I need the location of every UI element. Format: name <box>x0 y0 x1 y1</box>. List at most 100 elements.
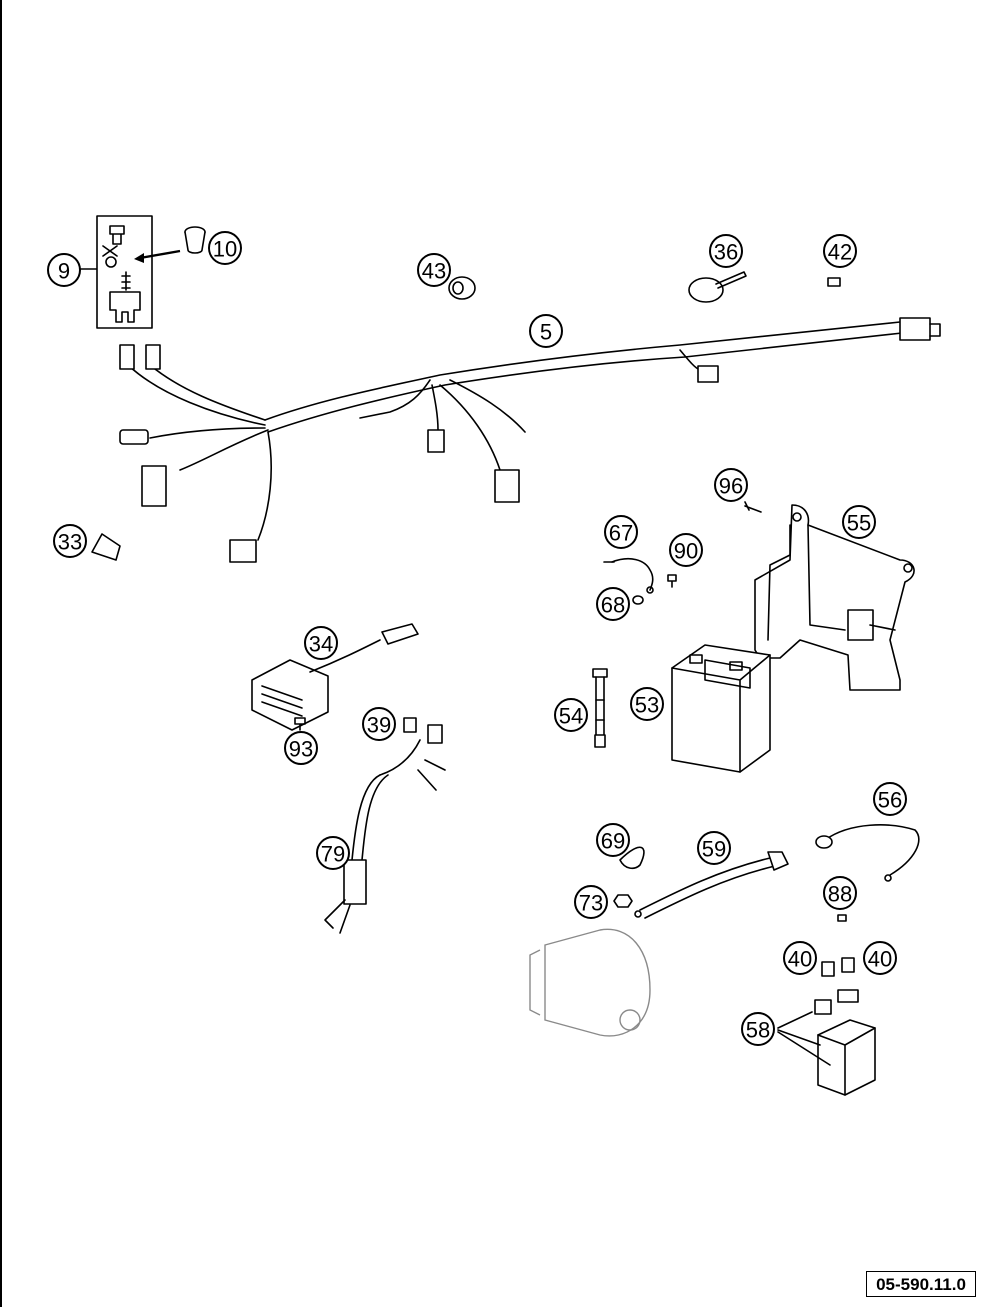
starter-relay-part <box>777 989 876 1096</box>
callout-circle <box>842 505 876 539</box>
callout-circle <box>604 515 638 549</box>
callout-label: 40 <box>788 947 812 972</box>
callout-circle <box>873 782 907 816</box>
callout-59: 59 <box>697 831 731 865</box>
callout-label: 9 <box>58 259 70 284</box>
callout-circle <box>741 1012 775 1046</box>
callout-circle <box>714 468 748 502</box>
voltage-regulator-part <box>251 623 419 731</box>
callout-label: 55 <box>847 511 871 536</box>
fuse-40b-part <box>841 957 855 973</box>
screw-88-part <box>837 914 847 922</box>
callout-label: 58 <box>746 1018 770 1043</box>
callout-label: 53 <box>635 693 659 718</box>
callout-67: 67 <box>604 515 638 549</box>
callout-88: 88 <box>823 876 857 910</box>
callout-5: 5 <box>529 314 563 348</box>
grommet-part <box>184 226 206 254</box>
terminal-cap-part <box>619 846 645 870</box>
callout-40: 40 <box>783 941 817 975</box>
callout-circle <box>304 626 338 660</box>
callout-40: 40 <box>863 941 897 975</box>
callout-label: 54 <box>559 704 583 729</box>
callout-label: 56 <box>878 788 902 813</box>
callout-9: 9 <box>47 253 81 287</box>
callout-90: 90 <box>669 533 703 567</box>
drawing-number: 05-590.11.0 <box>866 1271 976 1297</box>
callout-34: 34 <box>304 626 338 660</box>
callout-circle <box>417 253 451 287</box>
callout-label: 67 <box>609 521 633 546</box>
callout-53: 53 <box>630 687 664 721</box>
battery-part <box>671 644 771 773</box>
callout-label: 5 <box>540 320 552 345</box>
starter-cable-59-part <box>634 851 789 919</box>
clip-part <box>827 277 841 287</box>
callout-label: 90 <box>674 539 698 564</box>
fuse-40a-part <box>821 961 835 977</box>
callout-circle <box>596 823 630 857</box>
bolt-96-part <box>744 501 762 513</box>
callout-label: 36 <box>714 240 738 265</box>
callout-96: 96 <box>714 468 748 502</box>
callout-circle <box>47 253 81 287</box>
screw-93-part <box>294 717 306 731</box>
ground-cable-67-part <box>603 558 654 594</box>
callout-circle <box>529 314 563 348</box>
callout-33: 33 <box>53 524 87 558</box>
callout-label: 79 <box>321 842 345 867</box>
callout-39: 39 <box>362 707 396 741</box>
callout-circle <box>709 234 743 268</box>
callout-label: 43 <box>422 259 446 284</box>
callout-circle <box>697 831 731 865</box>
callout-circle <box>823 876 857 910</box>
callout-73: 73 <box>574 885 608 919</box>
callout-label: 68 <box>601 593 625 618</box>
callout-79: 79 <box>316 836 350 870</box>
callout-label: 39 <box>367 713 391 738</box>
callout-label: 96 <box>719 474 743 499</box>
washer-68-part <box>632 595 644 605</box>
battery-holder-part <box>754 504 915 691</box>
callout-circle <box>596 587 630 621</box>
callout-42: 42 <box>823 234 857 268</box>
battery-cable-56-part <box>815 824 920 882</box>
screw-90-part <box>667 574 677 588</box>
cable-tie-part <box>688 271 747 303</box>
nut-73-part <box>613 894 633 908</box>
callout-58: 58 <box>741 1012 775 1046</box>
callout-label: 34 <box>309 632 333 657</box>
callout-54: 54 <box>554 698 588 732</box>
callout-43: 43 <box>417 253 451 287</box>
callout-68: 68 <box>596 587 630 621</box>
callout-circle <box>208 231 242 265</box>
rubber-sleeve-part <box>448 276 476 300</box>
callout-label: 40 <box>868 947 892 972</box>
callout-circle <box>554 698 588 732</box>
callout-circle <box>783 941 817 975</box>
callout-label: 73 <box>579 891 603 916</box>
main-wiring-harness <box>119 317 941 563</box>
callout-label: 69 <box>601 829 625 854</box>
callout-56: 56 <box>873 782 907 816</box>
callout-circle <box>574 885 608 919</box>
switch-detail-part <box>80 215 181 329</box>
callout-10: 10 <box>208 231 242 265</box>
callout-label: 59 <box>702 837 726 862</box>
callout-circle <box>284 731 318 765</box>
callout-93: 93 <box>284 731 318 765</box>
starter-cable-part <box>324 717 446 934</box>
callout-circle <box>362 707 396 741</box>
callout-69: 69 <box>596 823 630 857</box>
callout-label: 93 <box>289 737 313 762</box>
callout-circle <box>669 533 703 567</box>
callout-circle <box>823 234 857 268</box>
callout-label: 88 <box>828 882 852 907</box>
callout-label: 10 <box>213 237 237 262</box>
callout-circle <box>630 687 664 721</box>
fuse-strap-part <box>592 668 608 748</box>
callout-label: 42 <box>828 240 852 265</box>
callout-36: 36 <box>709 234 743 268</box>
bracket-part <box>91 533 121 561</box>
callout-55: 55 <box>842 505 876 539</box>
